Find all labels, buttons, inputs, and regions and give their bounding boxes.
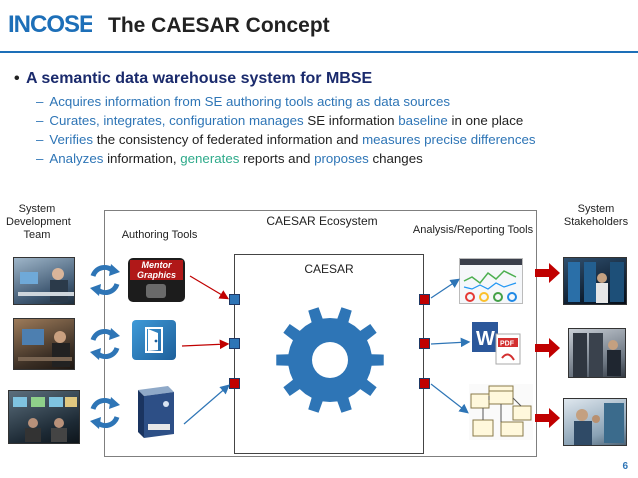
caesar-label: CAESAR [304, 262, 354, 276]
sync-icon [90, 397, 120, 429]
people-icon [13, 397, 77, 442]
people-icon [18, 268, 74, 302]
uml-diagram-icon [469, 384, 533, 440]
mentor-graphics-banner: Mentor Graphics [130, 260, 183, 280]
input-port [229, 294, 240, 305]
page-number: 6 [622, 461, 628, 472]
sub-bullet-text: in one place [447, 113, 524, 128]
authoring-tools-label: Authoring Tools [121, 229, 198, 241]
stakeholder-photo-2 [568, 328, 626, 378]
sub-bullet: –Acquires information from SE authoring … [36, 94, 450, 109]
software-box-icon [134, 384, 182, 440]
input-port [229, 338, 240, 349]
svg-text:PDF: PDF [500, 341, 515, 348]
gear-icon [276, 307, 384, 413]
door-icon [145, 327, 163, 353]
input-port [229, 378, 240, 389]
main-bullet: •A semantic data warehouse system for MB… [14, 70, 373, 87]
stakeholder-arrow [535, 338, 560, 358]
sync-icon [90, 328, 120, 360]
documents-icon: W PDF [470, 318, 526, 368]
tool-logo-text: Mentor [141, 260, 172, 270]
svg-text:W: W [476, 328, 495, 350]
output-port [419, 378, 430, 389]
sub-bullet-text: generates [180, 151, 240, 166]
stakeholder-photo-1 [563, 257, 627, 305]
people-icon [568, 262, 624, 303]
stakeholder-arrow [535, 408, 560, 428]
stakeholders-label-line: System [577, 203, 615, 215]
sub-bullet-text: Acquires [49, 94, 102, 109]
sub-bullet-text: information, [103, 151, 181, 166]
sub-bullet-text: the consistency of federated information… [93, 132, 363, 147]
sub-bullet-text: information from SE authoring tools acti… [101, 94, 450, 109]
sub-bullet-text: Verifies [49, 132, 94, 147]
box-icon [138, 386, 174, 438]
class-diagram-icon [470, 385, 532, 437]
dashboard-icon [459, 258, 523, 304]
sub-bullet: –Analyzes information, generates reports… [36, 151, 423, 166]
output-port [419, 338, 430, 349]
header-divider [0, 51, 638, 53]
team-label-line: System [18, 203, 56, 215]
tool-logo-graphic [146, 284, 166, 298]
stakeholders-label: System Stakeholders [560, 203, 632, 229]
people-icon [574, 403, 624, 445]
sub-bullet-text: Curates, integrates, configuration manag… [49, 113, 304, 128]
chart-icon [460, 259, 522, 302]
sub-bullet-text: Analyzes [49, 151, 104, 166]
bullet-list: •A semantic data warehouse system for MB… [14, 70, 634, 170]
stakeholder-arrow [535, 263, 560, 283]
people-icon [573, 333, 621, 377]
sub-bullet-text: proposes [314, 151, 369, 166]
sub-bullet-text: measures precise differences [362, 132, 536, 147]
sub-bullet-text: SE information [303, 113, 399, 128]
people-icon [18, 329, 72, 367]
caesar-box: CAESAR [234, 254, 424, 454]
logo-text: INCOSE [8, 11, 92, 38]
slide-title: The CAESAR Concept [108, 14, 330, 37]
analysis-tools-label: Analysis/Reporting Tools [412, 224, 534, 236]
tool-logo-text: Graphics [136, 270, 176, 280]
sub-bullet-text: reports and [239, 151, 315, 166]
team-photo-3 [8, 390, 80, 444]
team-label-line: Development [6, 216, 71, 228]
output-port [419, 294, 430, 305]
sync-icon [90, 264, 120, 296]
logo-icon: INCOSE [8, 11, 96, 38]
team-photo-1 [13, 257, 75, 305]
sub-bullet: –Curates, integrates, configuration mana… [36, 113, 524, 128]
word-pdf-icon: W PDF [472, 322, 521, 365]
gear-hole [312, 342, 348, 378]
sub-bullet: –Verifies the consistency of federated i… [36, 132, 536, 147]
stakeholders-label-line: Stakeholders [563, 216, 629, 228]
mentor-graphics-logo: Mentor Graphics [128, 258, 185, 302]
sub-bullet-text: baseline [398, 113, 448, 128]
sub-bullets: –Acquires information from SE authoring … [14, 94, 634, 166]
door-app-icon [132, 320, 176, 360]
sub-bullet-text: changes [368, 151, 423, 166]
team-photo-2 [13, 318, 75, 370]
team-label: System Development Team [6, 203, 71, 242]
stakeholder-photo-3 [563, 398, 627, 446]
ecosystem-label: CAESAR Ecosystem [266, 214, 378, 228]
team-label-line: Team [23, 229, 51, 241]
incose-logo: INCOSE [8, 10, 96, 38]
main-bullet-text: A semantic data warehouse system for MBS… [26, 70, 373, 87]
